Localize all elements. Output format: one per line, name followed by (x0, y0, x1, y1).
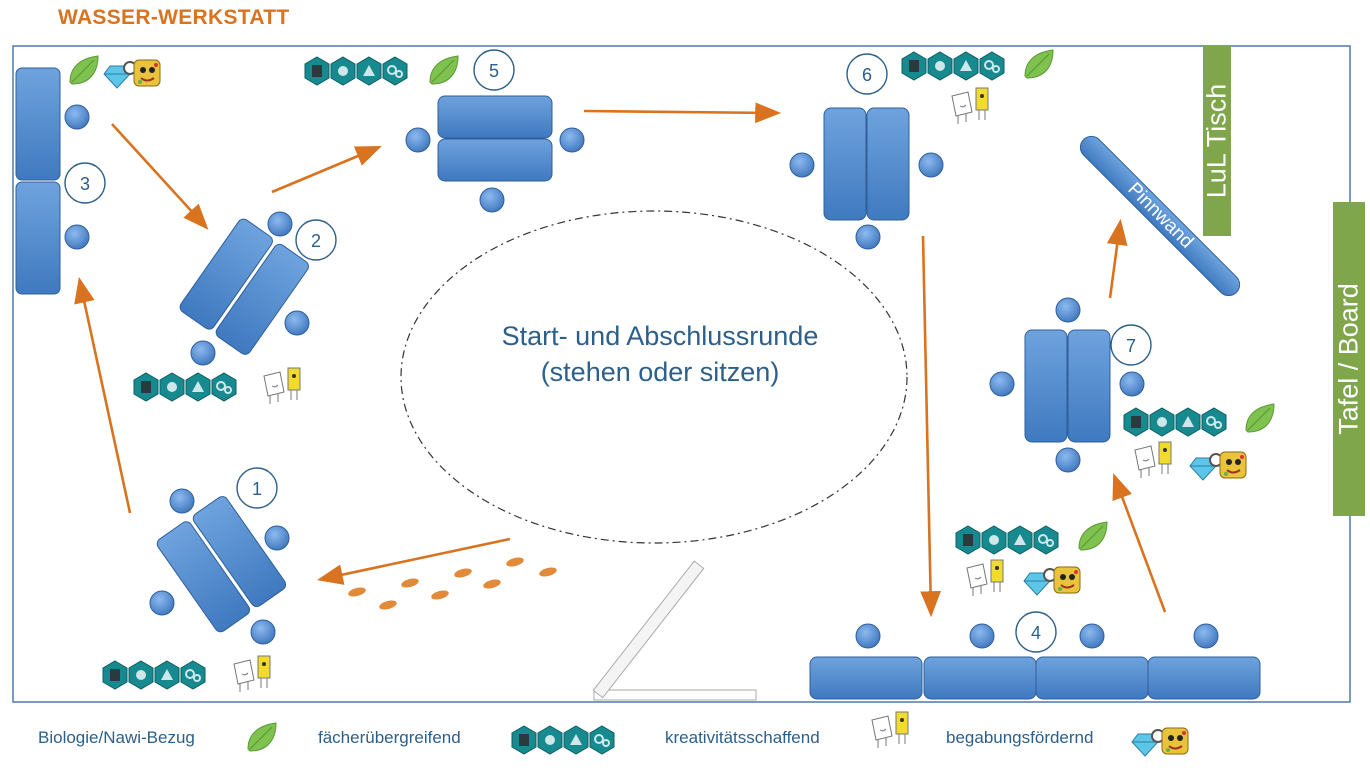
table (866, 107, 910, 221)
chair (169, 488, 195, 514)
table (923, 656, 1037, 700)
station-1-number: 1 (252, 479, 262, 499)
route-arrows (74, 102, 1167, 618)
chair (284, 310, 310, 336)
board-label: Tafel / Board (1333, 283, 1364, 435)
hexagon-icons (955, 525, 1059, 555)
door (592, 560, 757, 701)
chair (64, 104, 90, 130)
leaf-icon (1024, 49, 1054, 79)
station-6-number: 6 (862, 65, 872, 85)
teacher-desk-label: LuL Tisch (1201, 83, 1232, 199)
table (809, 656, 923, 700)
chair (149, 590, 175, 616)
legend-gifted-icon (1131, 727, 1189, 757)
chair (250, 619, 276, 645)
station-7-number: 7 (1126, 336, 1136, 356)
table (437, 138, 553, 182)
board (1333, 202, 1365, 516)
station-3-marker (64, 162, 106, 204)
legend-gifted: begabungsfördernd (946, 728, 1094, 747)
station-4-number: 4 (1031, 623, 1041, 643)
table (15, 181, 61, 295)
page-title: WASSER-WERKSTATT (58, 6, 290, 29)
hexagon-icons (133, 372, 237, 402)
chair (64, 224, 90, 250)
station-5-marker (473, 49, 515, 91)
diamond-character-icon (1023, 566, 1081, 596)
table (15, 67, 61, 181)
chair (789, 152, 815, 178)
chair (479, 187, 505, 213)
creative-characters-icon (966, 559, 1004, 597)
diamond-character-icon (1189, 451, 1247, 481)
legend-creative: kreativitätsschaffend (665, 728, 820, 747)
table (1024, 329, 1068, 443)
station-2-number: 2 (311, 231, 321, 251)
chair (969, 623, 995, 649)
chair (1193, 623, 1219, 649)
chair (190, 340, 216, 366)
legend-creative-icon (871, 711, 909, 749)
station-5-number: 5 (489, 61, 499, 81)
station-2-marker (295, 219, 337, 261)
station-6-marker (846, 53, 888, 95)
teacher-desk (1203, 46, 1231, 236)
table (1035, 656, 1149, 700)
chair (267, 211, 293, 237)
station-1-marker (236, 467, 278, 509)
legend-biology: Biologie/Nawi-Bezug (38, 728, 195, 747)
station-4-marker (1015, 611, 1057, 653)
footprints (348, 557, 557, 610)
table (1147, 656, 1261, 700)
station-1-tables (156, 496, 287, 633)
creative-characters-icon (951, 87, 989, 125)
start-circle-line2: (stehen oder sitzen) (540, 357, 780, 387)
chair (264, 525, 290, 551)
table (437, 95, 553, 139)
chair (1119, 371, 1145, 397)
station-2-tables (179, 218, 309, 355)
creative-characters-icon (1134, 441, 1172, 479)
start-circle (400, 210, 908, 544)
table (1067, 329, 1111, 443)
chair (405, 127, 431, 153)
leaf-icon (429, 55, 459, 85)
chair (918, 152, 944, 178)
diamond-character-icon (103, 59, 161, 89)
chair (855, 623, 881, 649)
station-7-marker (1110, 324, 1152, 366)
chair (855, 224, 881, 250)
creative-characters-icon (233, 655, 271, 693)
chair (1055, 297, 1081, 323)
start-circle-line1: Start- und Abschlussrunde (501, 321, 819, 351)
chair (1055, 447, 1081, 473)
chair (989, 371, 1015, 397)
leaf-icon (69, 55, 99, 85)
creative-characters-icon (263, 367, 301, 405)
chair (1079, 623, 1105, 649)
hexagon-icons (102, 660, 206, 690)
table (823, 107, 867, 221)
leaf-icon (1078, 521, 1108, 551)
hexagon-icons (304, 56, 408, 86)
hexagon-icons (1123, 407, 1227, 437)
pinboard (1079, 135, 1241, 297)
legend-leaf-icon (247, 722, 277, 752)
hexagon-icons (901, 51, 1005, 81)
legend-interdisciplinary: fächerübergreifend (318, 728, 461, 747)
legend-hexagon-icons (511, 725, 615, 755)
chair (559, 127, 585, 153)
station-3-number: 3 (80, 174, 90, 194)
start-circle-label: Start- und Abschlussrunde (stehen oder s… (390, 318, 930, 390)
leaf-icon (1245, 403, 1275, 433)
